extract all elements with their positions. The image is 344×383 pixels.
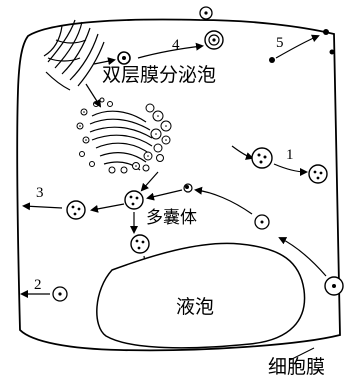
pathway-label-2: 2 (34, 277, 42, 293)
mvb-to-vesicle-3-arrow (90, 203, 125, 213)
pathway-5-arrow (275, 34, 320, 59)
pathway-5-dot-a (269, 57, 275, 63)
arrow-to-vesicle-4a (93, 57, 116, 66)
pathway-label-3: 3 (36, 185, 44, 201)
vesicle-dots (79, 111, 167, 167)
pathway-label-5: 5 (276, 35, 284, 51)
golgi-to-vesicle-1-arrow (231, 145, 254, 160)
label-vacuole: 液泡 (176, 296, 215, 318)
multivesicular-body (124, 190, 144, 210)
vesicle-4b-core (212, 38, 216, 42)
label-double-membrane-vesicle: 双层膜分泌泡 (102, 64, 217, 86)
vesicle-4a-core (122, 56, 126, 60)
vacuole (96, 242, 306, 349)
pathway-5-dot-b (323, 29, 329, 35)
pathway-label-4: 4 (172, 37, 180, 53)
vesicle-to-vacuole (130, 234, 150, 254)
cell-membrane-leader (289, 347, 315, 361)
cell-membrane-outline (16, 18, 341, 352)
endocytic-arrow-1 (278, 237, 327, 277)
vesicle-1a (251, 147, 273, 169)
vesicle-4c-core (204, 11, 208, 15)
vesicle-3 (66, 200, 86, 220)
golgi-apparatus (89, 110, 153, 171)
endocytic-arrow-2 (194, 186, 253, 215)
pathway-3-arrow (22, 202, 63, 211)
endocytic-arrow-3 (146, 189, 183, 201)
pathway-1-arrow (273, 163, 308, 176)
er-to-golgi-arrow (85, 83, 102, 108)
pathway-label-1: 1 (286, 147, 294, 163)
pathway-5-dot-c (329, 49, 335, 55)
vesicle-1b (308, 164, 328, 184)
golgi-to-mvb-arrow (140, 171, 159, 192)
pathway-4-arrow (137, 42, 204, 59)
label-cell-membrane: 细胞膜 (268, 356, 326, 378)
endoplasmic-reticulum (43, 19, 105, 91)
label-multivesicular-body: 多囊体 (146, 208, 197, 228)
